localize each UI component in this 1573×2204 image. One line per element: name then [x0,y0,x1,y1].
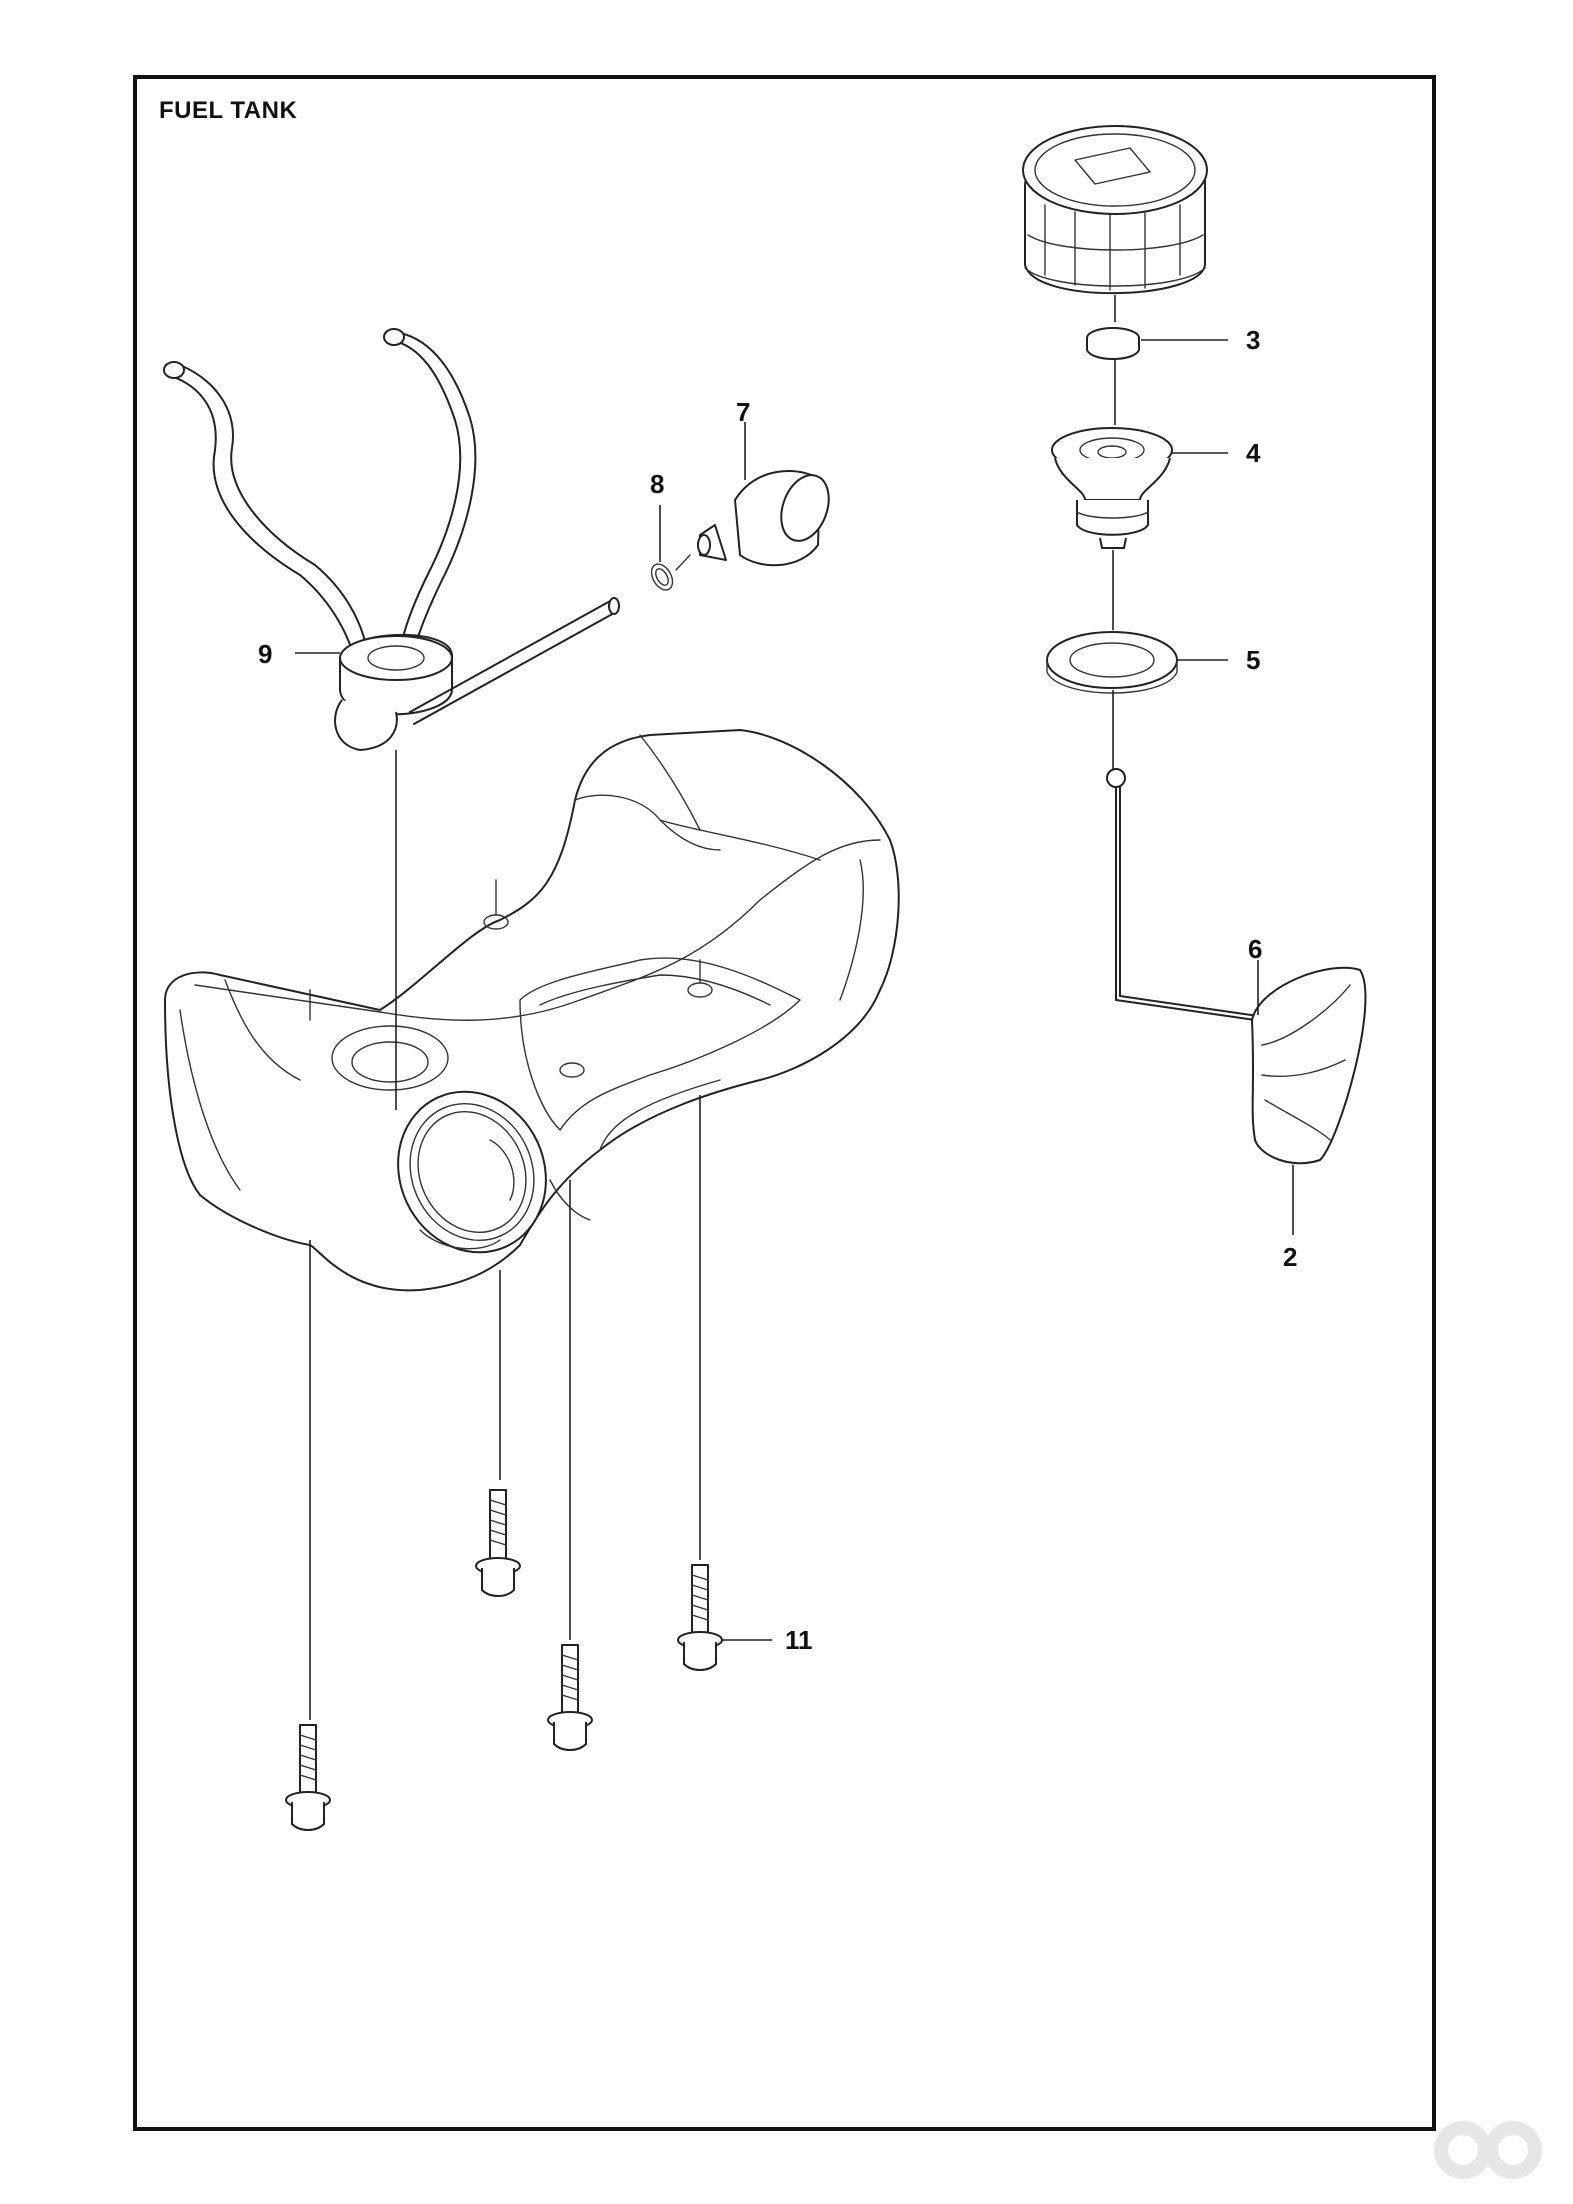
callout-2: 2 [1283,1242,1297,1272]
tank-mounting-screw [285,1724,331,1831]
fuel-hose-grommet [295,633,453,751]
fuel-filter [675,422,830,571]
fuel-cap-gasket [1086,295,1228,425]
fuel-cap [1022,125,1208,295]
fuel-cap-vent-insert [1051,427,1228,630]
fuel-pickup-assembly [1106,768,1367,1235]
page-title: FUEL TANK [159,97,298,124]
callout-11: 11 [785,1625,813,1655]
fuel-tank [164,729,900,1292]
callout-5: 5 [1246,645,1260,675]
callout-7: 7 [736,397,750,427]
tank-leader-lines [309,750,701,1720]
tank-mounting-screw [677,1564,772,1671]
tank-neck-seal-ring [1046,631,1228,770]
fuel-hoses [163,328,477,651]
callout-4: 4 [1246,438,1261,468]
fuel-pickup-tube [409,597,620,725]
watermark-logo [1434,2121,1542,2179]
callout-6: 6 [1248,934,1262,964]
callout-9: 9 [258,639,272,669]
tank-mounting-screw [475,1489,521,1597]
callout-3: 3 [1246,325,1260,355]
hose-clamp [650,505,674,591]
callout-8: 8 [650,469,664,499]
tank-mounting-screw [547,1644,593,1751]
